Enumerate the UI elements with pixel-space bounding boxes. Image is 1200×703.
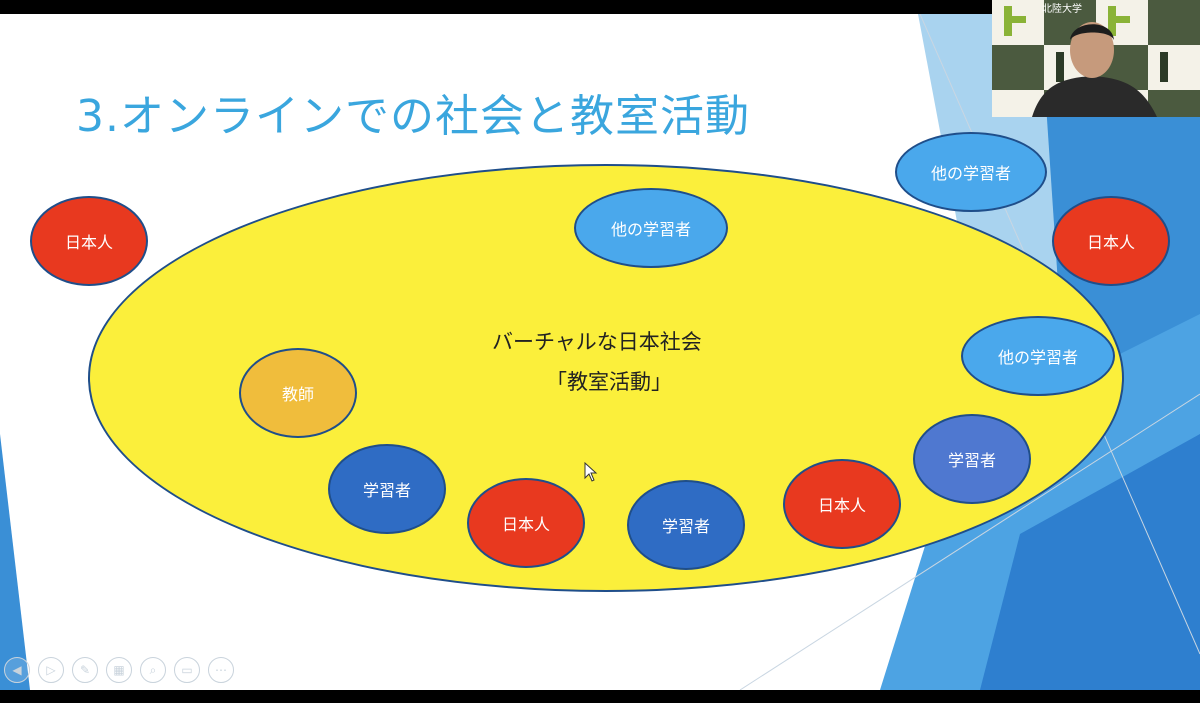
bubble-japanese-bottom-right: 日本人 — [783, 459, 901, 549]
ellipse-label-line1: バーチャルな日本社会 — [492, 330, 702, 354]
next-icon[interactable]: ▷ — [38, 657, 64, 683]
bubble-learner-bottom-center: 学習者 — [627, 480, 745, 570]
deco-bottom-right-dark — [980, 434, 1200, 690]
ellipse-label-line2: 「教室活動」 — [546, 370, 672, 394]
bubble-teacher: 教師 — [239, 348, 357, 438]
bubble-learner-right: 学習者 — [913, 414, 1031, 504]
slides-icon[interactable]: ▦ — [106, 657, 132, 683]
more-icon[interactable]: ⋯ — [208, 657, 234, 683]
person-body — [1032, 76, 1157, 117]
bubble-japanese-outer-left: 日本人 — [30, 196, 148, 286]
bubble-japanese-outer-right: 日本人 — [1052, 196, 1170, 286]
bubble-other-learner-outer-top-right: 他の学習者 — [895, 132, 1047, 212]
webcam-scene — [992, 0, 1200, 117]
slideshow-toolbar: ◀ ▷ ✎ ▦ ⌕ ▭ ⋯ — [4, 657, 234, 683]
bubble-learner-bottom-left: 学習者 — [328, 444, 446, 534]
deco-line — [739, 393, 1200, 690]
wall-sign-text: 北陸大学 — [1042, 4, 1082, 15]
zoom-icon[interactable]: ⌕ — [140, 657, 166, 683]
previous-icon[interactable]: ◀ — [4, 657, 30, 683]
person-hair — [1070, 24, 1114, 40]
bubble-other-learner-top: 他の学習者 — [574, 188, 728, 268]
slide-title: 3.オンラインでの社会と教室活動 — [76, 91, 750, 142]
subtitle-icon[interactable]: ▭ — [174, 657, 200, 683]
bubble-other-learner-right: 他の学習者 — [961, 316, 1115, 396]
webcam-video: 北陸大学 — [992, 0, 1200, 117]
slide: 3.オンラインでの社会と教室活動 バーチャルな日本社会 「教室活動」 日本人 他… — [0, 14, 1200, 690]
pen-icon[interactable]: ✎ — [72, 657, 98, 683]
bubble-japanese-bottom-left: 日本人 — [467, 478, 585, 568]
mouse-cursor-icon — [584, 462, 598, 482]
person-face — [1070, 22, 1114, 78]
deco-left-sliver — [0, 434, 30, 690]
